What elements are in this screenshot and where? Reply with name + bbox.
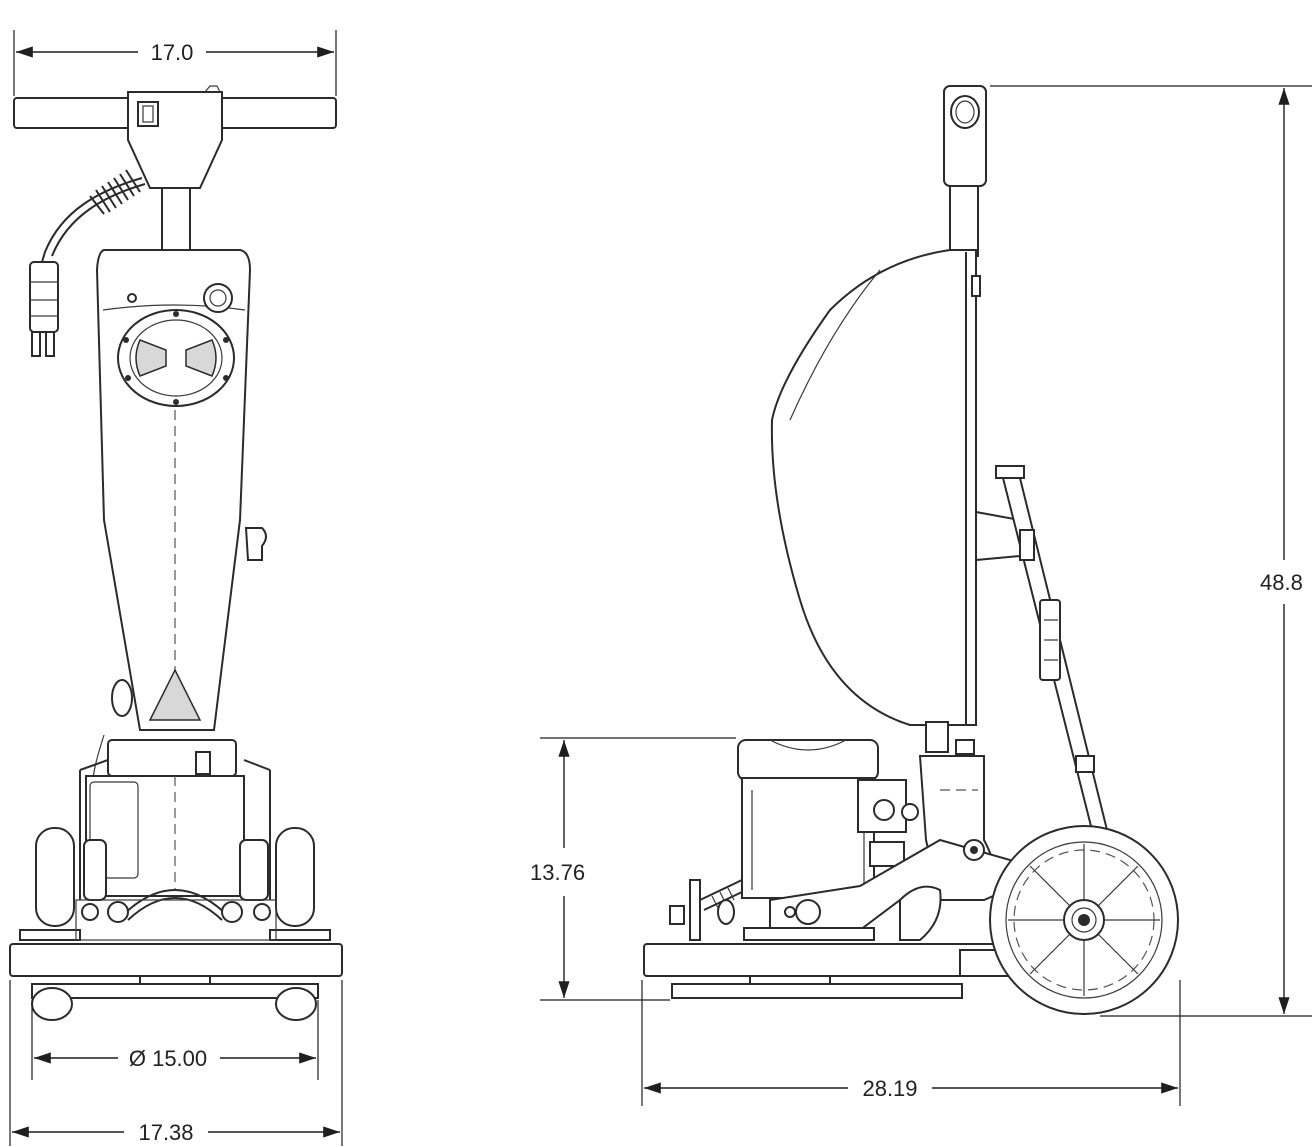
side-base-deck [643, 943, 997, 977]
side-connector [669, 879, 743, 941]
front-view [9, 85, 343, 1021]
front-pad [31, 983, 319, 999]
front-motor [85, 775, 245, 897]
dim-label-17-38: 17.38 [138, 1120, 193, 1145]
front-vent [117, 309, 235, 407]
side-body [770, 249, 977, 726]
front-shaft [161, 187, 191, 251]
side-view [643, 85, 1179, 1015]
side-wheel [989, 825, 1179, 1015]
dim-side-height: 48.8 [990, 85, 1312, 1017]
dim-label-28-19: 28.19 [862, 1076, 917, 1101]
dim-label-13-76: 13.76 [530, 860, 585, 885]
side-tow-handle [995, 465, 1110, 840]
dim-label-15-00: Ø 15.00 [129, 1046, 207, 1071]
dim-side-motor-height: 13.76 [530, 737, 736, 1001]
side-pad [671, 983, 963, 999]
front-wheel-left [35, 827, 75, 927]
front-knob [203, 283, 233, 313]
dim-label-17-0: 17.0 [151, 40, 194, 65]
dim-front-pad-diameter: Ø 15.00 [31, 1000, 319, 1080]
front-motor-top [107, 739, 237, 777]
dim-side-length: 28.19 [641, 980, 1181, 1106]
side-motor-cap [737, 739, 879, 781]
dim-front-base-width: 17.38 [9, 980, 343, 1146]
front-latch [244, 527, 267, 561]
side-shaft [949, 185, 979, 257]
front-base-deck [9, 943, 343, 977]
dim-front-width-handle: 17.0 [13, 30, 337, 96]
front-wheel-right [275, 827, 315, 927]
front-plug [29, 261, 59, 333]
cord-strain-relief [89, 169, 141, 215]
dim-label-48-8: 48.8 [1260, 570, 1303, 595]
side-motor [741, 777, 875, 899]
